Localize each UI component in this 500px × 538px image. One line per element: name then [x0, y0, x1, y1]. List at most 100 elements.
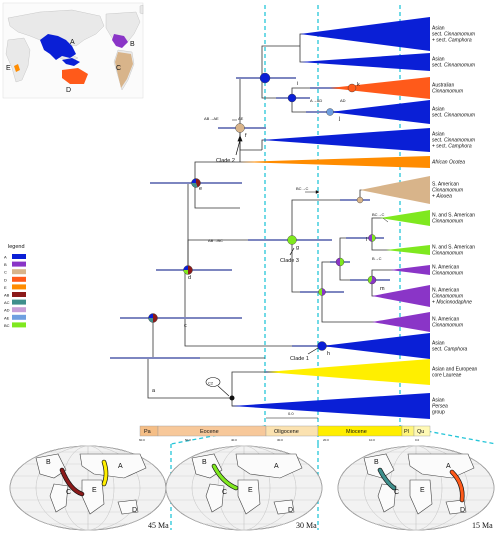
tip-label-5-line-0: African Ocotea	[431, 160, 465, 166]
legend-swatch-bc	[12, 322, 26, 328]
clade-triangle-2	[330, 77, 430, 99]
clade-triangles	[232, 17, 430, 419]
legend-swatch-c	[12, 269, 26, 275]
node-pie-13	[318, 288, 326, 296]
legend-swatch-e	[12, 284, 26, 290]
legend-swatch-d	[12, 276, 26, 282]
node-label-e: e	[199, 186, 202, 192]
paleomap-1-label-d: D	[288, 507, 293, 514]
legend-title: legend	[8, 244, 25, 250]
map-label-e: E	[6, 65, 11, 72]
node-pie-0	[259, 72, 271, 84]
clade-3-label: Clade 3	[280, 258, 299, 264]
legend-swatch-ae	[12, 314, 26, 320]
legend-code-bc: BC	[4, 323, 10, 328]
map-label-d: D	[66, 87, 71, 94]
paleomap-1-label-e: E	[248, 487, 253, 494]
node-label-m: m	[380, 286, 385, 292]
legend-code-c: C	[4, 270, 7, 275]
region-e	[14, 64, 20, 72]
paleomap-1-label-a: A	[274, 463, 279, 470]
node-labels: a c d e f g h i j k l m	[152, 81, 385, 394]
time-scale: 0.0 Pa Eocene Oligocene Miocene Pl Qu 60…	[139, 411, 431, 442]
event-ad: AD	[340, 98, 346, 103]
node-pie-7	[287, 93, 297, 103]
tip-label-1-line-1: sect. Cinnamomum	[432, 63, 475, 69]
legend-swatch-b	[12, 261, 26, 267]
tip-label-14-line-1: Persea	[432, 404, 448, 410]
node-pie-10	[335, 257, 345, 267]
tip-label-7-line-1: Cinnamomum	[432, 219, 463, 225]
clade-triangle-10	[372, 285, 430, 307]
event-arrows	[232, 119, 389, 223]
paleomap-0-label-e: E	[92, 487, 97, 494]
tip-label-4-line-1: sect. Cinnamomum	[432, 138, 475, 144]
node-pie-2	[183, 265, 193, 275]
event-a-ad: A→AD	[310, 98, 322, 103]
clade-triangle-0	[300, 17, 430, 51]
event-ab-ae: AB→AE	[204, 116, 219, 121]
legend-swatch-ab	[12, 292, 26, 297]
map-label-b: B	[130, 41, 135, 48]
clade-triangle-13	[266, 359, 430, 385]
clade-triangle-1	[300, 53, 430, 71]
paleomap-0-label-d: D	[132, 507, 137, 514]
tip-label-11-line-0: N. American	[432, 317, 459, 323]
paleomap-2-label-a: A	[446, 463, 451, 470]
node-pie-9	[347, 83, 357, 93]
tip-label-9-line-0: N. American	[432, 265, 459, 271]
node-pie-3	[148, 313, 158, 323]
region-d	[62, 68, 88, 84]
confidence-bars	[110, 77, 390, 373]
event-ab-bc: AB→BC	[208, 238, 223, 243]
tip-label-7-line-0: N. and S. American	[432, 213, 475, 219]
paleomap-0-arrow-0	[60, 468, 84, 496]
tip-label-10-line-1: Cinnamomum	[432, 294, 463, 300]
paleomap-2-label-c: C	[394, 489, 399, 496]
epoch-label-oligocene: Oligocene	[274, 429, 299, 435]
legend-swatch-a	[12, 254, 26, 259]
legend-code-a: A	[4, 255, 7, 260]
epoch-label-qu: Qu	[417, 429, 424, 435]
tick-60: 60.0	[139, 438, 145, 442]
paleomap-1-arrow-0	[212, 464, 238, 490]
tip-label-0-line-0: Asian	[432, 26, 445, 32]
node-label-l: l	[366, 237, 367, 243]
paleomap-2-label-e: E	[420, 487, 425, 494]
clade-triangle-9	[390, 265, 430, 275]
tip-label-12-line-1: sect. Camphora	[432, 347, 468, 353]
clade-1-label: Clade 1	[290, 356, 309, 362]
tip-label-10-line-0: N. American	[432, 288, 459, 294]
tip-label-13-line-0: Asian and European	[432, 367, 478, 373]
clade-triangle-4	[262, 128, 430, 152]
paleomap-1-label-c: C	[222, 489, 227, 496]
clade-2-label: Clade 2	[216, 158, 235, 164]
event-bc-c-1: BC→C	[296, 186, 309, 191]
tick-40: 40.0	[231, 438, 237, 442]
epoch-label-eocene: Eocene	[200, 429, 219, 435]
paleomap-0-label-a: A	[118, 463, 123, 470]
tip-label-13-line-1: core Laureae	[432, 373, 462, 379]
tip-label-10-line-2: + Mocinnodaphne	[432, 300, 472, 306]
legend-code-ad: AD	[4, 308, 10, 313]
node-label-d: d	[188, 275, 191, 281]
epoch-label-pl: Pl	[404, 429, 409, 435]
node-pie-1	[191, 178, 201, 188]
node-label-k: k	[357, 82, 360, 88]
event-b-c: B→C	[372, 256, 382, 261]
legend-code-ac: AC	[4, 300, 10, 305]
event-labels: AB→AE AB→BC A→AD AD BC→C BC→C B→C AE	[204, 98, 385, 261]
legend-code-e: E	[4, 285, 7, 290]
legend-code-ab: AB	[4, 293, 10, 298]
tip-label-14-line-0: Asian	[432, 398, 445, 404]
clade-triangle-11	[372, 312, 430, 332]
map-label-c: C	[116, 65, 121, 72]
tip-label-4-line-0: Asian	[432, 132, 445, 138]
tip-label-14-line-2: group	[432, 410, 445, 416]
tip-label-4-line-2: + sect. Camphora	[432, 144, 472, 150]
epoch-ticks: 60.0 50.0 40.0 30.0 20.0 10.0 0.0	[139, 438, 420, 442]
scale-value: 0.0	[288, 411, 294, 416]
